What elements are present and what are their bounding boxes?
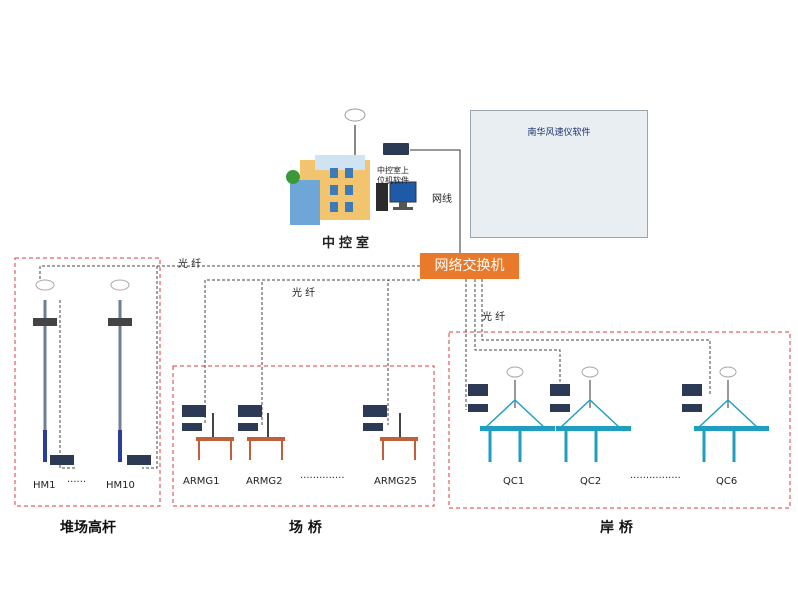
qc2-label: QC2 — [580, 476, 602, 487]
yard-crane-group-title: 场 桥 — [289, 520, 322, 536]
qc1-label: QC1 — [503, 476, 525, 487]
armg-station-1 — [182, 405, 234, 460]
control-room-building — [286, 108, 370, 225]
quay-crane-group-title: 岸 桥 — [600, 520, 633, 536]
pc-label-line1: 中控室上 — [377, 166, 409, 175]
armg-station-25 — [363, 405, 418, 460]
quay-crane-qc6 — [682, 366, 769, 462]
highmast-hm10 — [108, 279, 151, 465]
armg1-label: ARMG1 — [183, 476, 220, 487]
fiber-lines — [39, 265, 711, 469]
hm1-label: HM1 — [33, 480, 56, 491]
network-cable-label: 网线 — [432, 194, 452, 205]
quay-crane-group-box — [448, 331, 791, 509]
pc-icon — [376, 181, 417, 211]
armg25-label: ARMG25 — [374, 476, 417, 487]
quay-crane-qc1 — [468, 366, 555, 462]
armg-ellipsis: ·············· — [300, 473, 345, 484]
armg2-label: ARMG2 — [246, 476, 283, 487]
qc6-label: QC6 — [716, 476, 738, 487]
network-switch: 网络交换机 — [420, 253, 519, 279]
fiber-label-right: 光 纤 — [482, 312, 506, 323]
fiber-label-left: 光 纤 — [178, 259, 202, 270]
highmast-group-box — [14, 257, 161, 507]
center-controller-device — [383, 143, 409, 155]
control-room-label: 中控室 — [322, 236, 374, 251]
highmast-group-title: 堆场高杆 — [60, 520, 116, 536]
network-cable — [410, 149, 461, 253]
highmast-hm1 — [33, 279, 74, 465]
software-title: 南华风速仪软件 — [527, 128, 591, 138]
software-screenshot: 南华风速仪软件 — [470, 110, 648, 238]
quay-crane-qc2 — [550, 366, 631, 462]
armg-station-2 — [238, 405, 285, 460]
qc-ellipsis: ················ — [630, 473, 681, 484]
hm-ellipsis: ······ — [67, 477, 87, 488]
pc-label-line2: 位机软件 — [377, 176, 409, 185]
fiber-label-middle: 光 纤 — [292, 288, 316, 299]
yard-crane-group-box — [172, 365, 435, 507]
hm10-label: HM10 — [106, 480, 135, 491]
